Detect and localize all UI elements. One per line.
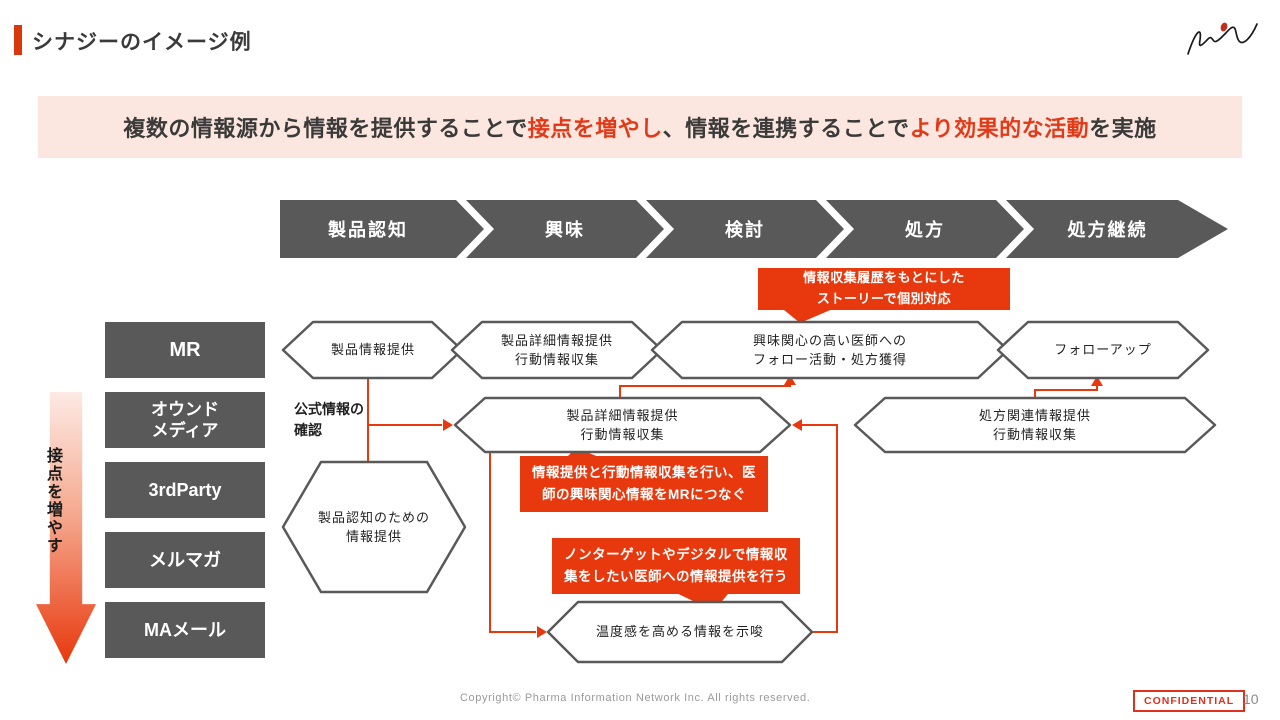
official-info-check-label: 公式情報の 確認 xyxy=(294,401,364,438)
callout-nontarget: ノンターゲットやデジタルで情報収 集をしたい医師への情報提供を行う xyxy=(552,538,800,594)
arrowhead-right-owned xyxy=(443,419,453,431)
channel-box-mailmag: メルマガ xyxy=(105,532,265,588)
funnel-stage-continuation: 処方継続 xyxy=(1067,220,1148,240)
funnel-stage-awareness: 製品認知 xyxy=(328,220,408,240)
funnel-chevron-3 xyxy=(646,200,844,258)
hexagon-label-mr-followup: フォローアップ xyxy=(1054,342,1152,358)
hexagon-prescription-info xyxy=(853,396,1217,454)
increase-touchpoints-label: 接点を増やす xyxy=(44,447,61,555)
page-number: 10 xyxy=(1243,691,1259,707)
banner-text-2: 、情報を連携することで xyxy=(662,116,910,141)
pin-logo-icon xyxy=(1187,22,1258,55)
hexagon-label-mr-product-info: 製品情報提供 xyxy=(330,342,415,358)
hexagon-label-mr-follow: 興味関心の高い医師への フォロー活動・処方獲得 xyxy=(752,332,907,368)
hexagon-label-mr-detail-info: 製品詳細情報提供 行動情報収集 xyxy=(500,332,613,368)
hexagon-label-awareness: 製品認知のための 情報提供 xyxy=(317,509,430,545)
hexagon-mr-followup xyxy=(996,320,1210,380)
connector-prescription-to-mr4 xyxy=(1034,385,1098,397)
hexagon-label-prescription-info: 処方関連情報提供 行動情報収集 xyxy=(978,407,1091,443)
channel-box-ma-mail: MAメール xyxy=(105,602,265,658)
hexagon-ma-mail xyxy=(546,600,814,664)
page-title: シナジーのイメージ例 xyxy=(32,31,252,54)
confidential-badge: CONFIDENTIAL xyxy=(1133,690,1246,712)
arrowhead-left-owned xyxy=(792,419,802,431)
banner-highlight-2: より効果的な活動 xyxy=(909,116,1090,141)
hexagon-label-ma-mail: 温度感を高める情報を示唆 xyxy=(595,624,764,640)
hexagon-owned-media xyxy=(453,396,792,454)
banner-text-3: を実施 xyxy=(1089,116,1157,141)
connector-mamail-to-owned xyxy=(802,424,838,633)
arrowhead-up-mr4 xyxy=(1091,376,1103,386)
hexagon-label-owned-media: 製品詳細情報提供 行動情報収集 xyxy=(566,407,679,443)
funnel-stage-prescription: 処方 xyxy=(905,220,945,240)
connector-owned-to-mamail xyxy=(489,451,536,633)
channel-box-3rdparty: 3rdParty xyxy=(105,462,265,518)
channel-box-owned-media: オウンド メディア xyxy=(105,392,265,448)
hexagon-awareness xyxy=(281,460,467,594)
funnel-chevron-1 xyxy=(280,200,484,258)
callout-connect-mr: 情報提供と行動情報収集を行い、医 師の興味関心情報をMRにつなぐ xyxy=(520,456,768,512)
arrowhead-right-mamail xyxy=(537,626,547,638)
funnel-chevron-5 xyxy=(1006,200,1228,258)
connector-owned-to-mr3 xyxy=(619,384,791,397)
arrowhead-up-mr3 xyxy=(784,375,796,385)
key-message-banner: 複数の情報源から情報を提供することで接点を増やし、情報を連携することでより効果的… xyxy=(38,96,1242,158)
banner-highlight-1: 接点を増やし xyxy=(527,116,663,141)
funnel-chevron-4 xyxy=(826,200,1024,258)
footer-copyright: Copyright© Pharma Information Network In… xyxy=(460,692,811,704)
funnel-chevron-2 xyxy=(466,200,664,258)
callout-history: 情報収集履歴をもとにした ストーリーで個別対応 xyxy=(758,268,1010,310)
funnel-stage-interest: 興味 xyxy=(545,220,585,240)
banner-text-1: 複数の情報源から情報を提供することで xyxy=(123,116,528,141)
title-accent-bar xyxy=(14,25,22,55)
channel-box-mr: MR xyxy=(105,322,265,378)
funnel-stage-consideration: 検討 xyxy=(725,220,765,240)
